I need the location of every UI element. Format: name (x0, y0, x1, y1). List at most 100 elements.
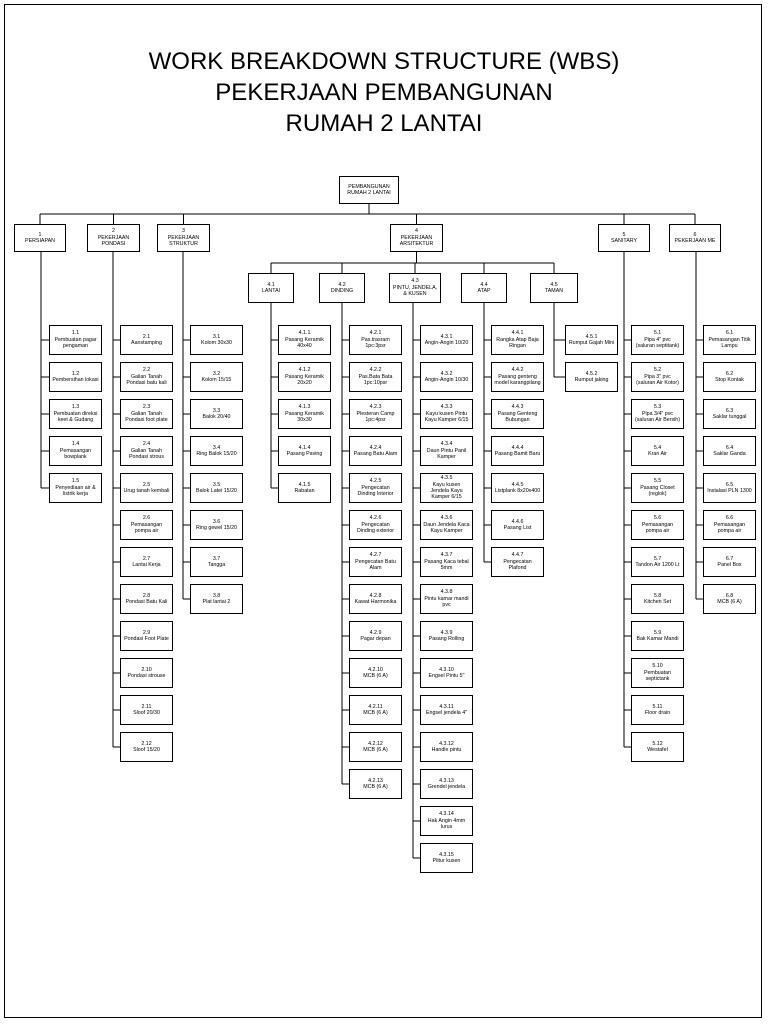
node-id: 4.3 (411, 278, 419, 285)
node-label: Balok 20/40 (202, 414, 231, 420)
node-label: DINDING (330, 288, 354, 294)
node-id: 4.3.2 (440, 370, 453, 377)
node-label: PEMBANGUNAN RUMAH 2 LANTAI (347, 183, 391, 196)
node-label: Bak Kamar Mandi (636, 636, 679, 642)
node-label: Ring Balok 15/20 (196, 451, 237, 457)
node-id: 2.7 (142, 555, 151, 562)
node-id: 2.12 (141, 740, 152, 747)
node-label: MCB (6 A) (717, 599, 742, 605)
node-label: Pasang Batu Alam (353, 451, 398, 457)
node-label: Pasang Rolling (428, 636, 465, 642)
node-label: Plesteran Camp 1pc:4psr (356, 410, 395, 424)
node-label: Galian Tanah Pondasi foot plate (125, 410, 168, 424)
node-label: Sloof 15/20 (133, 747, 160, 753)
node-label: Kayu kusen Jendela Kayu Kamper 6/15 (430, 481, 463, 501)
node-id: 4.1.1 (298, 330, 311, 337)
node-label: Plat lantai 2 (202, 599, 231, 605)
node-label: MCB (6 A) (363, 747, 388, 753)
node-id: 5.2 (653, 367, 662, 374)
node-id: 4.1.4 (298, 444, 311, 451)
title-line-3: RUMAH 2 LANTAI (285, 110, 483, 137)
node-id: 5.7 (653, 555, 662, 562)
node-label: PEKERJAAN ARSITEKTUR (399, 234, 434, 248)
node-id: 4.3.10 (439, 666, 454, 673)
node-id: 4.2.8 (369, 592, 382, 599)
node-id: 6 (693, 231, 697, 238)
node-id: 4.2.12 (368, 740, 383, 747)
node-label: Angin-Angin 10/20 (424, 340, 469, 346)
node-id: 1.5 (71, 478, 80, 485)
node-id: 6.7 (725, 555, 734, 562)
node-label: Pondasi Batu Kali (125, 599, 168, 605)
node-label: Pembuatan septictank (643, 669, 672, 683)
node-label: Pasang Closet (reglok) (640, 484, 675, 498)
node-id: 4.2.9 (369, 629, 382, 636)
node-label: Pasang Bamit Baru (494, 451, 541, 457)
node-id: 5.4 (653, 444, 662, 451)
node-label: Pasang List (503, 525, 532, 531)
node-label: Pengecatan Dinding exterior (356, 521, 395, 535)
node-label: Pemasangan pompa air (641, 521, 674, 535)
node-id: 4.2.6 (369, 515, 382, 522)
node-label: Pasang Paving (286, 451, 323, 457)
node-label: PEKERJAAN STRUKTUR (167, 234, 200, 248)
node-id: 4.3.5 (440, 475, 453, 482)
node-label: Penyediaan air & listrik kerja (55, 484, 96, 498)
node-id: 5.9 (653, 629, 662, 636)
node-id: 4.5.1 (585, 333, 598, 340)
node-label: Pas.Bata Bata 1pc:10psr (358, 373, 393, 387)
node-id: 3.7 (212, 555, 221, 562)
node-label: Angin-Angin 10/30 (424, 377, 469, 383)
node-id: 4.3.6 (440, 515, 453, 522)
node-id: 5.6 (653, 515, 662, 522)
node-id: 4.3.9 (440, 629, 453, 636)
node-label: Pengecatan Dinding Interior (357, 484, 394, 498)
node-label: Kitchen Set (643, 599, 672, 605)
node-label: Pemasangan pompa air (713, 521, 746, 535)
node-id: 4.2.3 (369, 404, 382, 411)
node-label: Grendel jendela (427, 784, 466, 790)
node-label: Pipa 4" pvc (saluran septitank) (635, 336, 680, 350)
node-label: Pondasi Foot Plate (124, 636, 169, 642)
node-id: 3.8 (212, 592, 221, 599)
title-line-1: WORK BREAKDOWN STRUCTURE (WBS) (148, 48, 620, 75)
node-label: Hak Angin 4mm lurus (427, 817, 466, 831)
node-label: PEKERJAAN ME (674, 238, 716, 244)
node-label: Lantai Kerja (132, 562, 161, 568)
node-id: 4.2.11 (368, 703, 383, 710)
node-label: PERSIAPAN (25, 238, 55, 244)
node-id: 2.4 (142, 441, 151, 448)
node-label: Urug tanah kembali (123, 488, 170, 494)
node-label: Rumput jaking (574, 377, 609, 383)
node-label: Pembersihan lokasi (52, 377, 99, 383)
